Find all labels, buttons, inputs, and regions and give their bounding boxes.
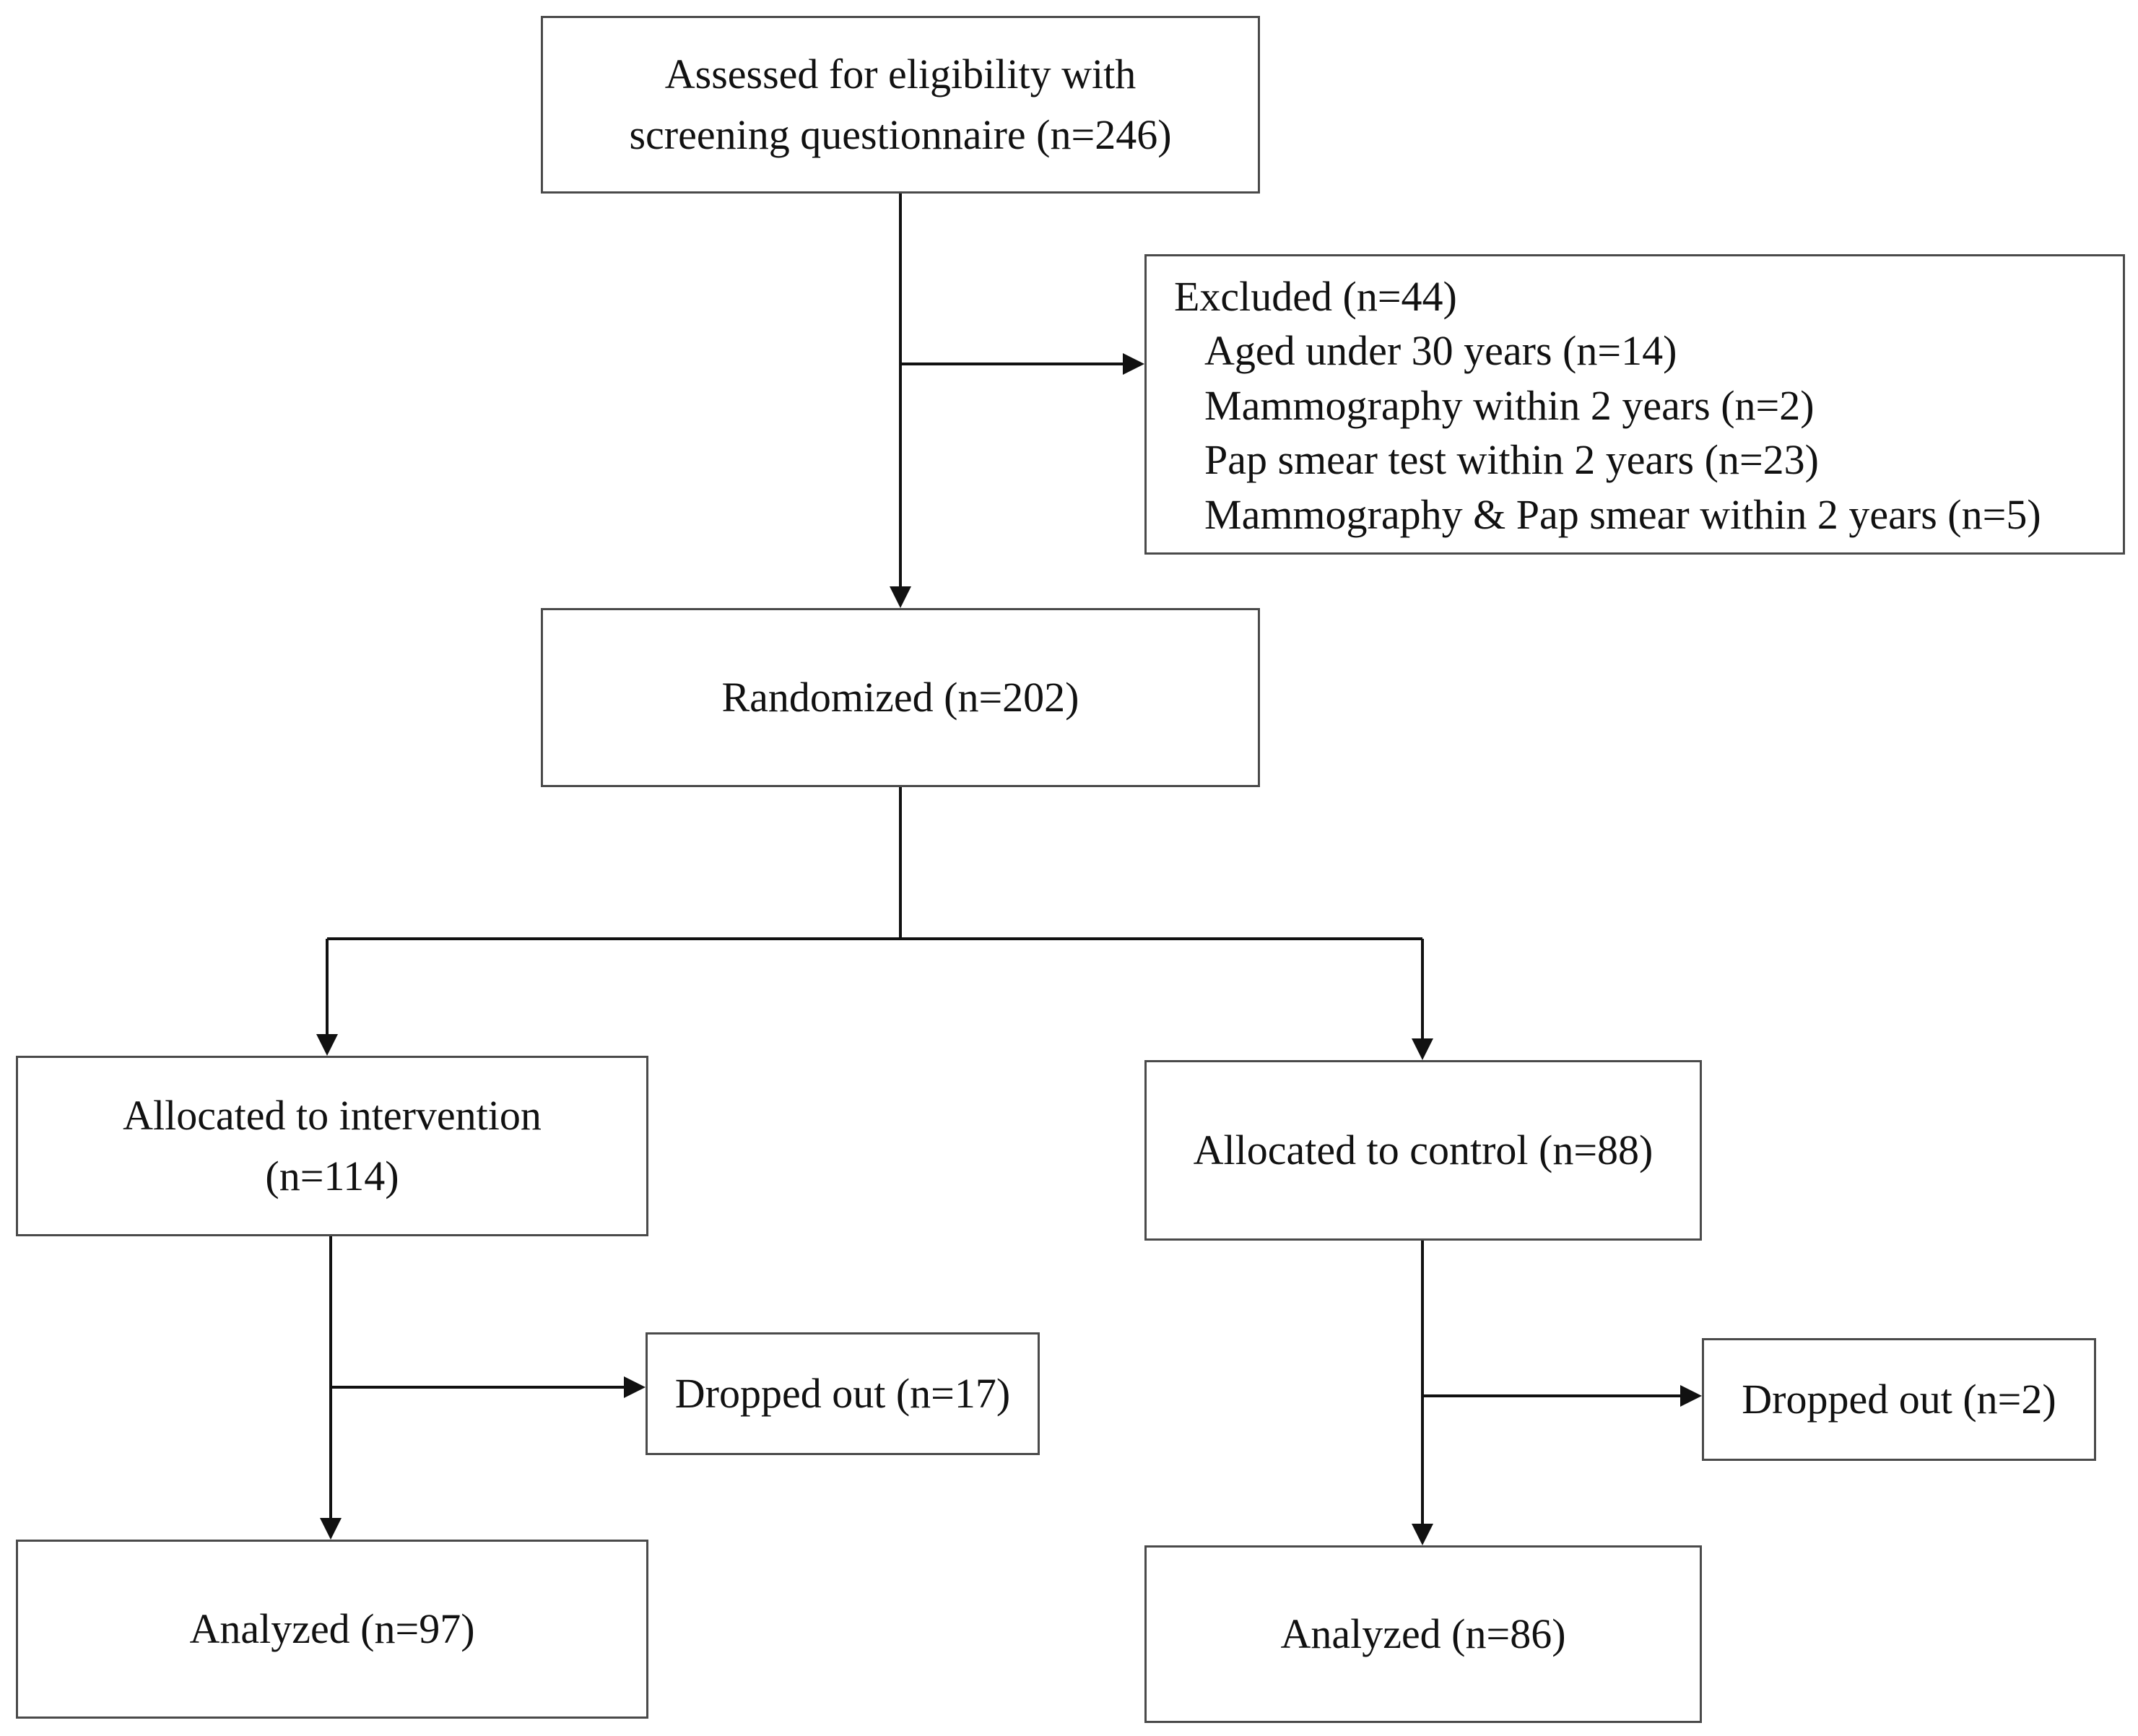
excluded-reason-pap-smear: Pap smear test within 2 years (n=23) [1204,436,1819,484]
excluded-reason-age: Aged under 30 years (n=14) [1204,327,1677,375]
arrow-to-intervention [316,1034,338,1056]
assessed-line1: Assessed for eligibility with [664,50,1137,97]
excluded-reason-mammography: Mammography within 2 years (n=2) [1204,381,1815,429]
arrow-to-randomized [890,586,911,608]
intervention-analyzed-box: Analyzed (n=97) [16,1540,648,1719]
control-dropped-label: Dropped out (n=2) [1742,1375,2056,1423]
assessed-box: Assessed for eligibility with screening … [541,16,1260,194]
excluded-reason-both: Mammography & Pap smear within 2 years (… [1204,490,2041,538]
randomized-box: Randomized (n=202) [541,608,1260,787]
intervention-analyzed-label: Analyzed (n=97) [189,1605,475,1652]
excluded-title: Excluded (n=44) [1174,273,1457,320]
intervention-dropped-label: Dropped out (n=17) [674,1369,1011,1417]
intervention-dropped-box: Dropped out (n=17) [646,1332,1040,1455]
intervention-line2: (n=114) [265,1153,399,1199]
control-label: Allocated to control (n=88) [1193,1126,1654,1173]
arrow-to-control-analyzed [1412,1524,1433,1545]
arrow-to-control [1412,1038,1433,1060]
control-analyzed-box: Analyzed (n=86) [1144,1545,1702,1723]
control-box: Allocated to control (n=88) [1144,1060,1702,1241]
arrow-to-intervention-analyzed [320,1518,342,1540]
excluded-box: Excluded (n=44) Aged under 30 years (n=1… [1144,254,2125,555]
arrow-to-intervention-dropped [624,1376,646,1398]
randomized-label: Randomized (n=202) [721,673,1079,721]
control-analyzed-label: Analyzed (n=86) [1280,1610,1566,1657]
control-dropped-box: Dropped out (n=2) [1702,1338,2096,1461]
arrow-to-control-dropped [1680,1385,1702,1407]
assessed-line2: screening questionnaire (n=246) [629,111,1172,158]
intervention-line1: Allocated to intervention [123,1091,542,1139]
arrow-to-excluded [1123,353,1144,375]
intervention-box: Allocated to intervention (n=114) [16,1056,648,1236]
